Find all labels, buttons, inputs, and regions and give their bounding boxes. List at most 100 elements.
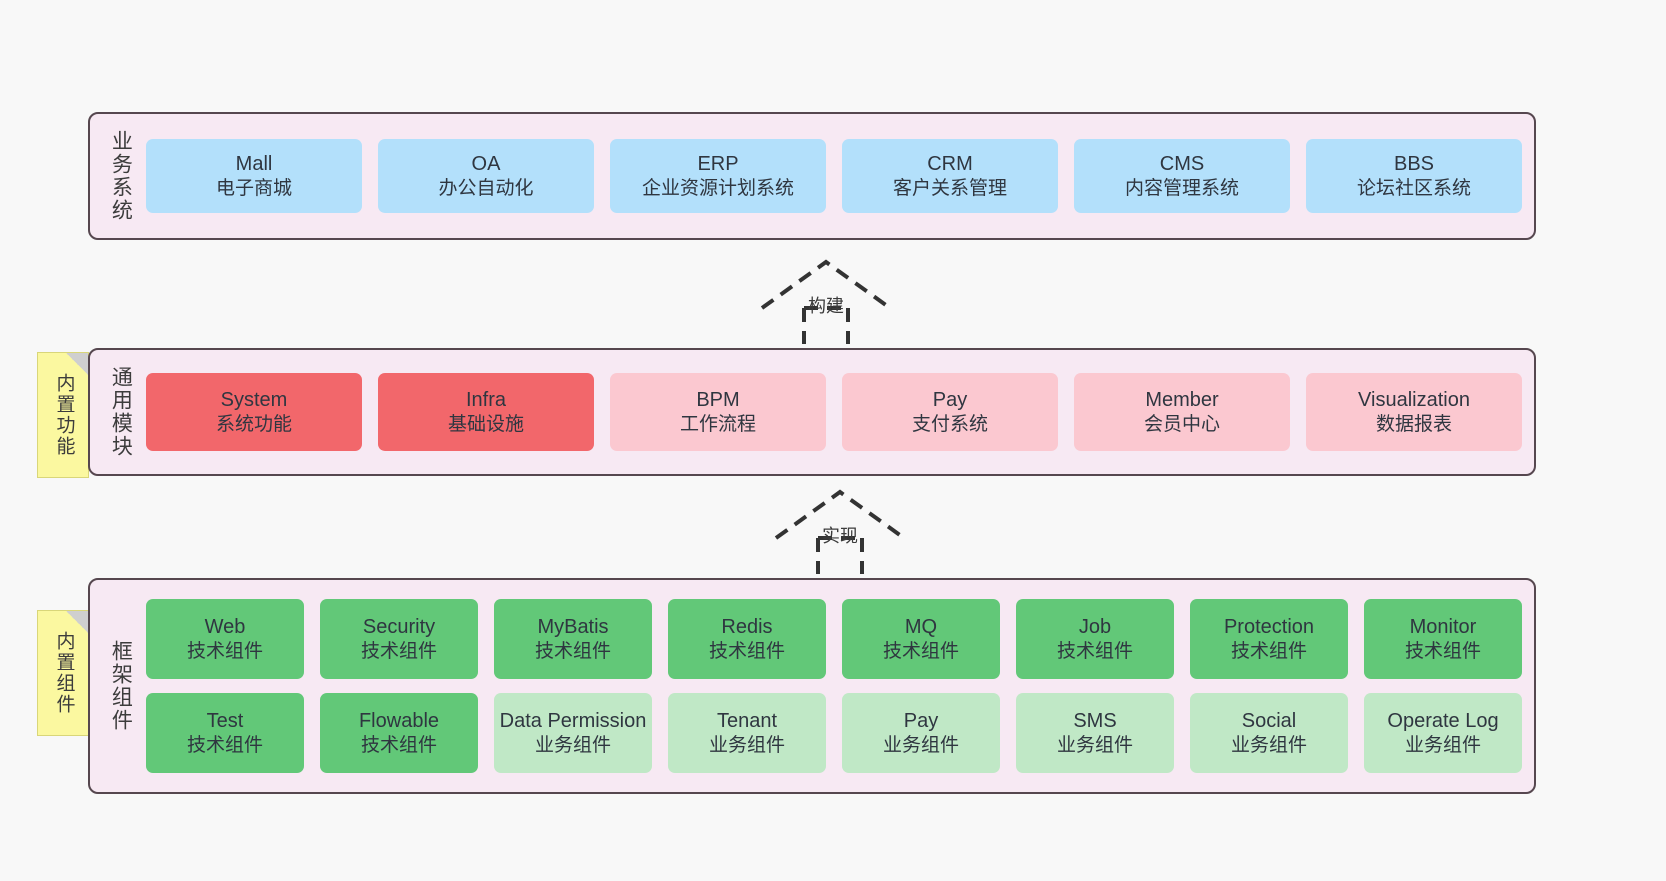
module-card-oa[interactable]: OA 办公自动化 bbox=[378, 139, 594, 213]
layer-body-framework: Web 技术组件 Security 技术组件 MyBatis 技术组件 Redi… bbox=[138, 590, 1522, 782]
card-title: Visualization bbox=[1358, 389, 1470, 412]
card-subtitle: 会员中心 bbox=[1143, 413, 1220, 435]
card-subtitle: 企业资源计划系统 bbox=[641, 177, 794, 199]
card-subtitle: 技术组件 bbox=[1404, 640, 1481, 662]
module-card-test[interactable]: Test 技术组件 bbox=[146, 693, 304, 773]
module-card-redis[interactable]: Redis 技术组件 bbox=[668, 599, 826, 679]
card-title: System bbox=[220, 389, 288, 412]
layer-body-business: Mall 电子商城 OA 办公自动化 ERP 企业资源计划系统 CRM 客户关系… bbox=[138, 124, 1522, 228]
card-subtitle: 支付系统 bbox=[911, 413, 988, 435]
module-card-flowable[interactable]: Flowable 技术组件 bbox=[320, 693, 478, 773]
layer-row: Web 技术组件 Security 技术组件 MyBatis 技术组件 Redi… bbox=[146, 599, 1522, 679]
arrow-label-build: 构建 bbox=[808, 296, 844, 316]
arrow-head-shape bbox=[774, 489, 906, 540]
module-card-tenant[interactable]: Tenant 业务组件 bbox=[668, 693, 826, 773]
arrow-head-shape bbox=[760, 259, 892, 310]
card-subtitle: 论坛社区系统 bbox=[1356, 177, 1471, 199]
module-card-web[interactable]: Web 技术组件 bbox=[146, 599, 304, 679]
card-title: MQ bbox=[904, 616, 938, 639]
card-title: Flowable bbox=[358, 710, 440, 733]
module-card-system[interactable]: System 系统功能 bbox=[146, 373, 362, 451]
card-title: Security bbox=[362, 616, 436, 639]
module-card-pay-component[interactable]: Pay 业务组件 bbox=[842, 693, 1000, 773]
card-title: Monitor bbox=[1409, 616, 1477, 639]
card-subtitle: 业务组件 bbox=[1230, 734, 1307, 756]
layer-row: Test 技术组件 Flowable 技术组件 Data Permission … bbox=[146, 693, 1522, 773]
module-card-bpm[interactable]: BPM 工作流程 bbox=[610, 373, 826, 451]
module-card-pay[interactable]: Pay 支付系统 bbox=[842, 373, 1058, 451]
module-card-visualization[interactable]: Visualization 数据报表 bbox=[1306, 373, 1522, 451]
card-title: Job bbox=[1078, 616, 1112, 639]
module-card-infra[interactable]: Infra 基础设施 bbox=[378, 373, 594, 451]
module-card-sms[interactable]: SMS 业务组件 bbox=[1016, 693, 1174, 773]
card-title: Data Permission bbox=[499, 710, 647, 733]
card-title: OA bbox=[471, 153, 501, 176]
module-card-member[interactable]: Member 会员中心 bbox=[1074, 373, 1290, 451]
layer-business-systems: 业务系统 Mall 电子商城 OA 办公自动化 ERP 企业资源计划系统 CRM… bbox=[88, 112, 1536, 240]
module-card-mq[interactable]: MQ 技术组件 bbox=[842, 599, 1000, 679]
arrow-shaft-shape bbox=[802, 306, 850, 344]
card-title: Mall bbox=[235, 153, 273, 176]
card-subtitle: 客户关系管理 bbox=[892, 177, 1007, 199]
layer-framework-components: 框架组件 Web 技术组件 Security 技术组件 MyBatis 技术组件… bbox=[88, 578, 1536, 794]
card-title: Operate Log bbox=[1387, 710, 1499, 733]
card-title: SMS bbox=[1073, 710, 1117, 733]
card-subtitle: 电子商城 bbox=[215, 177, 292, 199]
module-card-crm[interactable]: CRM 客户关系管理 bbox=[842, 139, 1058, 213]
card-subtitle: 技术组件 bbox=[186, 640, 263, 662]
card-subtitle: 基础设施 bbox=[447, 413, 524, 435]
card-subtitle: 技术组件 bbox=[360, 640, 437, 662]
card-subtitle: 技术组件 bbox=[534, 640, 611, 662]
layer-body-modules: System 系统功能 Infra 基础设施 BPM 工作流程 Pay 支付系统… bbox=[138, 360, 1522, 464]
card-title: Redis bbox=[721, 616, 773, 639]
card-title: CMS bbox=[1159, 153, 1205, 176]
card-title: Member bbox=[1145, 389, 1219, 412]
module-card-operate-log[interactable]: Operate Log 业务组件 bbox=[1364, 693, 1522, 773]
card-title: Test bbox=[206, 710, 244, 733]
card-subtitle: 工作流程 bbox=[679, 413, 756, 435]
card-subtitle: 业务组件 bbox=[882, 734, 959, 756]
layer-title-framework: 框架组件 bbox=[109, 640, 133, 732]
sticky-note-label: 内置功能 bbox=[53, 373, 75, 457]
module-card-mall[interactable]: Mall 电子商城 bbox=[146, 139, 362, 213]
card-subtitle: 内容管理系统 bbox=[1124, 177, 1239, 199]
module-card-job[interactable]: Job 技术组件 bbox=[1016, 599, 1174, 679]
card-title: Social bbox=[1241, 710, 1297, 733]
module-card-protection[interactable]: Protection 技术组件 bbox=[1190, 599, 1348, 679]
layer-common-modules: 通用模块 System 系统功能 Infra 基础设施 BPM 工作流程 Pay… bbox=[88, 348, 1536, 476]
generalization-arrow-build: 构建 bbox=[752, 256, 900, 344]
module-card-social[interactable]: Social 业务组件 bbox=[1190, 693, 1348, 773]
card-subtitle: 数据报表 bbox=[1375, 413, 1452, 435]
arrow-label-implement: 实现 bbox=[822, 526, 858, 546]
generalization-arrow-implement: 实现 bbox=[766, 486, 914, 574]
card-title: Tenant bbox=[716, 710, 778, 733]
card-subtitle: 业务组件 bbox=[534, 734, 611, 756]
module-card-erp[interactable]: ERP 企业资源计划系统 bbox=[610, 139, 826, 213]
module-card-bbs[interactable]: BBS 论坛社区系统 bbox=[1306, 139, 1522, 213]
layer-row: Mall 电子商城 OA 办公自动化 ERP 企业资源计划系统 CRM 客户关系… bbox=[146, 139, 1522, 213]
card-title: Web bbox=[204, 616, 246, 639]
module-card-data-permission[interactable]: Data Permission 业务组件 bbox=[494, 693, 652, 773]
card-title: Pay bbox=[903, 710, 939, 733]
layer-title-modules: 通用模块 bbox=[109, 366, 133, 458]
module-card-cms[interactable]: CMS 内容管理系统 bbox=[1074, 139, 1290, 213]
module-card-security[interactable]: Security 技术组件 bbox=[320, 599, 478, 679]
card-subtitle: 技术组件 bbox=[708, 640, 785, 662]
card-title: CRM bbox=[927, 153, 973, 176]
card-subtitle: 技术组件 bbox=[882, 640, 959, 662]
card-subtitle: 技术组件 bbox=[1230, 640, 1307, 662]
module-card-monitor[interactable]: Monitor 技术组件 bbox=[1364, 599, 1522, 679]
card-title: MyBatis bbox=[537, 616, 609, 639]
layer-row: System 系统功能 Infra 基础设施 BPM 工作流程 Pay 支付系统… bbox=[146, 373, 1522, 451]
card-title: BBS bbox=[1393, 153, 1435, 176]
arrow-shaft-shape bbox=[816, 536, 864, 574]
module-card-mybatis[interactable]: MyBatis 技术组件 bbox=[494, 599, 652, 679]
card-subtitle: 业务组件 bbox=[1056, 734, 1133, 756]
card-title: Infra bbox=[465, 389, 507, 412]
card-title: Pay bbox=[932, 389, 968, 412]
card-title: BPM bbox=[696, 389, 740, 412]
layer-title-business: 业务系统 bbox=[109, 130, 133, 222]
card-subtitle: 系统功能 bbox=[215, 413, 292, 435]
sticky-note-builtin-components: 内置组件 bbox=[37, 610, 89, 736]
